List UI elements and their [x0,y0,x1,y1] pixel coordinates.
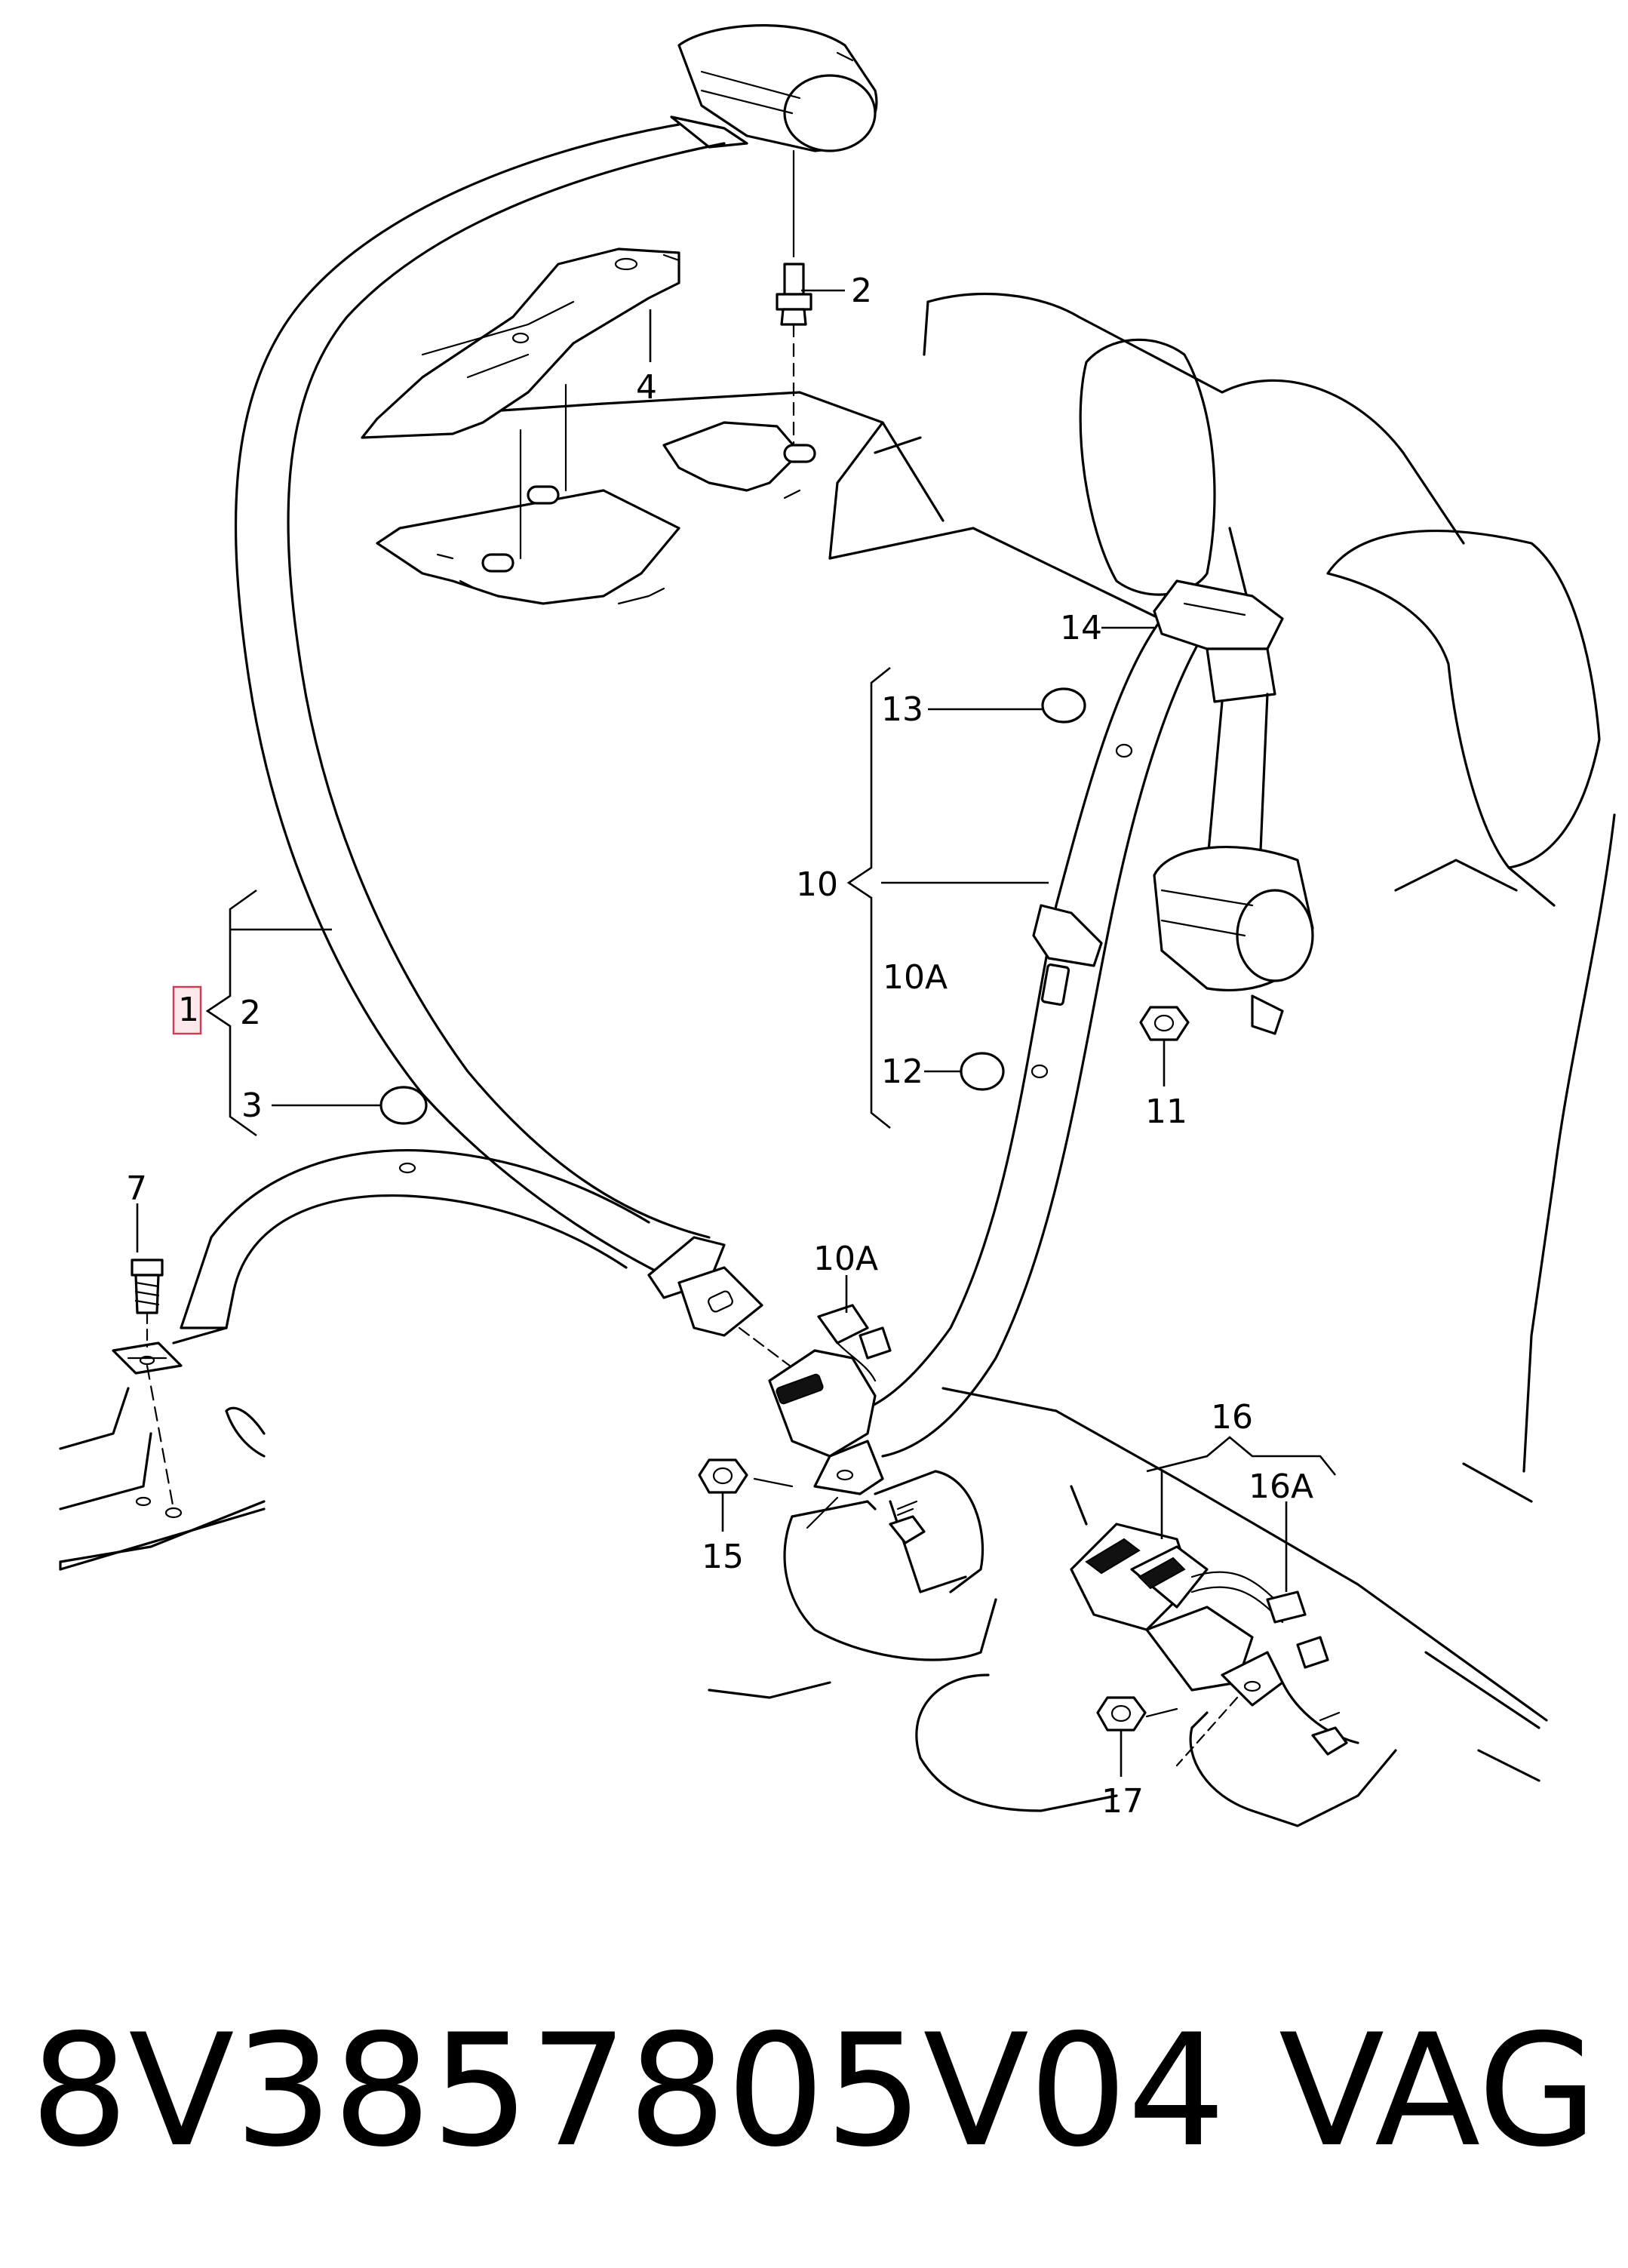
buckle-pair-16 [1070,1523,1329,1767]
callout-16a: 16A [1249,1467,1313,1506]
upper-retractor [670,24,878,152]
callout-14: 14 [1060,609,1102,647]
callout-11: 11 [1145,1093,1187,1131]
callout-12: 12 [881,1053,923,1091]
bolt-2-top [776,149,812,447]
belt-tongue-latch [647,1236,801,1375]
nut-11 [1139,1006,1190,1041]
callout-labels: 1 2 2 3 4 7 10 10A 10A 11 12 13 14 15 16… [126,272,1313,1821]
callout-10a-connector: 10A [813,1240,878,1278]
bolt-7 [131,1258,164,1348]
belt-webbing-left [234,123,726,1277]
cap-13 [1041,687,1086,724]
callout-1: 1 [178,991,199,1029]
callout-13: 13 [881,690,923,729]
upper-mounting-bracket-4 [361,247,816,605]
callout-17: 17 [1101,1782,1144,1821]
callout-2-left: 2 [240,994,261,1032]
brand-caption: VAG [1279,2002,1598,2181]
cap-12 [960,1052,1005,1091]
cap-3 [379,1086,428,1174]
buckle-center [768,1304,892,1529]
lap-belt-left [112,1148,650,1519]
nut-17 [1096,1696,1178,1732]
callout-4: 4 [636,368,657,407]
callout-1-highlight [172,985,202,1035]
floor-bolt-right [1311,1711,1348,1756]
callout-15: 15 [702,1538,744,1576]
callout-leaders [136,289,1337,1777]
center-belt-10 [859,579,1314,1458]
callout-10: 10 [796,865,838,904]
callout-3: 3 [241,1086,263,1125]
nut-15 [698,1458,794,1494]
callout-10a-bracket: 10A [883,958,948,997]
body-outline-lines [59,293,1616,1827]
callout-2-top: 2 [851,272,872,310]
floor-bolt-center [889,1500,926,1544]
callout-16: 16 [1211,1398,1253,1437]
callout-7: 7 [126,1169,147,1208]
part-number-caption: 8V3857805V04 [30,2002,1226,2181]
